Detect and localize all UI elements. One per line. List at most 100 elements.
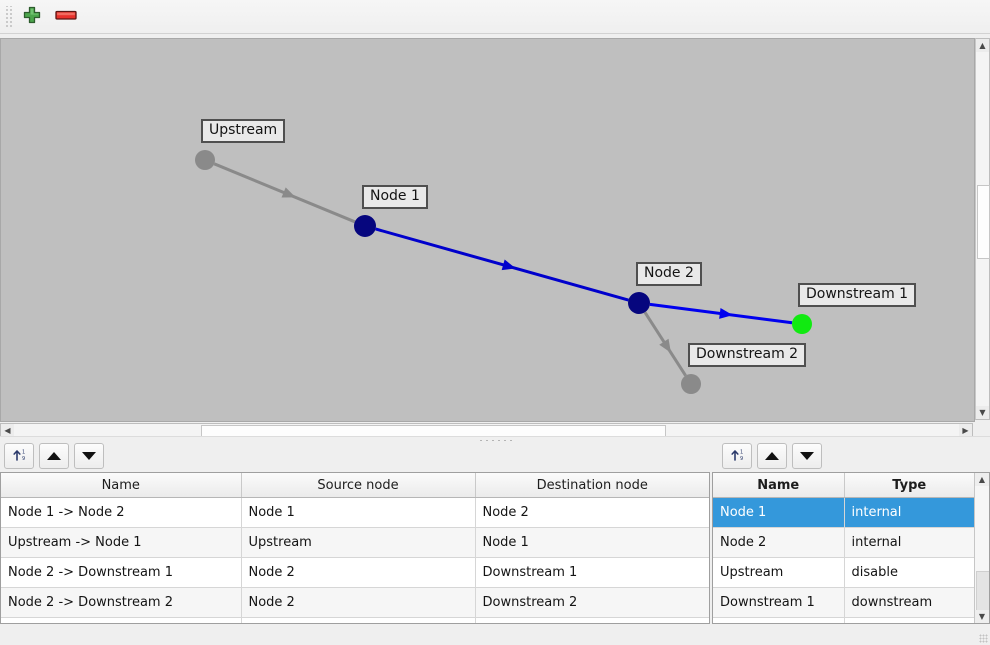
scroll-up-icon[interactable]: ▲ [975,473,989,486]
cell-source-node: Node 2 [241,557,476,588]
cell-source-node: Upstream [241,527,476,558]
cell-source-node: Node 1 [241,497,476,528]
table-empty-row [1,617,709,623]
connections-table-container[interactable]: Name Source node Destination node Node 1… [0,472,710,624]
triangle-down-icon [82,452,96,460]
connections-move-down-button[interactable] [74,443,104,469]
graph-node-upstream[interactable] [195,150,215,170]
empty-cell [713,617,845,623]
nodes-pane: 1 9 Name Type No [712,443,990,624]
cell-source-node: Node 2 [241,587,476,618]
nodes-table-scrollbar[interactable]: ▲ ▼ [974,473,989,623]
canvas-vscroll-thumb[interactable] [977,185,990,259]
empty-cell [475,617,709,623]
add-node-button[interactable] [18,4,46,30]
main-toolbar [0,0,990,34]
triangle-up-icon [765,452,779,460]
connections-table: Name Source node Destination node Node 1… [1,473,709,623]
cell-name: Node 2 -> Downstream 1 [1,557,242,588]
graph-edge-arrowhead [501,259,516,271]
pane-splitter[interactable] [0,436,990,444]
cell-destination-node: Node 1 [475,527,709,558]
nodes-scroll-thumb[interactable] [976,571,989,611]
svg-text:1: 1 [740,449,743,455]
connections-sort-button[interactable]: 1 9 [4,443,34,469]
graph-node-label-upstream[interactable]: Upstream [201,119,286,143]
graph-node-node1[interactable] [354,215,376,237]
sort-ascending-icon: 1 9 [730,447,745,466]
svg-text:9: 9 [740,456,743,462]
graph-node-label-node1[interactable]: Node 1 [362,185,428,209]
graph-node-downstream1[interactable] [792,314,812,334]
splitter-grip-icon [478,439,512,442]
nodes-header-row: Name Type [713,473,974,498]
connections-toolbar: 1 9 [0,443,710,469]
connections-header-row: Name Source node Destination node [1,473,709,498]
svg-text:9: 9 [22,456,25,462]
triangle-up-icon [47,452,61,460]
nodes-move-down-button[interactable] [792,443,822,469]
table-empty-row [713,617,974,623]
graph-node-label-node2[interactable]: Node 2 [636,262,702,286]
scroll-down-icon[interactable]: ▼ [976,406,989,419]
empty-cell [844,617,974,623]
graph-edge[interactable] [375,227,629,302]
scroll-down-icon[interactable]: ▼ [975,610,989,623]
status-bar [0,628,990,645]
green-plus-icon [23,6,41,28]
scroll-right-icon[interactable]: ▶ [959,424,972,437]
connections-move-up-button[interactable] [39,443,69,469]
column-header-type[interactable]: Type [844,473,974,498]
sort-ascending-icon: 1 9 [12,447,27,466]
cell-type: internal [844,527,974,558]
empty-cell [241,617,476,623]
column-header-source-node[interactable]: Source node [241,473,476,498]
nodes-sort-button[interactable]: 1 9 [722,443,752,469]
cell-destination-node: Node 2 [475,497,709,528]
column-header-name[interactable]: Name [1,473,242,498]
graph-node-downstream2[interactable] [681,374,701,394]
resize-grip-icon[interactable] [979,634,988,643]
cell-name: Node 2 [713,527,845,558]
column-header-name[interactable]: Name [713,473,845,498]
column-header-destination-node[interactable]: Destination node [475,473,709,498]
cell-name: Node 2 -> Downstream 2 [1,587,242,618]
graph-node-label-downstream1[interactable]: Downstream 1 [798,283,917,307]
cell-type: internal [844,497,974,528]
remove-node-button[interactable] [52,4,80,30]
graph-edge-arrowhead [719,307,733,319]
graph-node-label-downstream2[interactable]: Downstream 2 [688,343,807,367]
nodes-toolbar: 1 9 [712,443,990,469]
canvas-horizontal-scrollbar[interactable]: ◀ ▶ [0,423,973,438]
scroll-left-icon[interactable]: ◀ [1,424,14,437]
graph-edge-arrowhead [659,338,671,353]
cell-type: downstream [844,587,974,618]
graph-edge-arrowhead [281,187,296,198]
triangle-down-icon [800,452,814,460]
graph-node-node2[interactable] [628,292,650,314]
red-minus-icon [55,8,77,26]
scroll-up-icon[interactable]: ▲ [976,39,989,52]
connections-pane: 1 9 Name Source node Destination [0,443,710,624]
cell-name: Upstream [713,557,845,588]
nodes-move-up-button[interactable] [757,443,787,469]
cell-name: Downstream 1 [713,587,845,618]
toolbar-drag-handle[interactable] [4,5,13,28]
canvas-vertical-scrollbar[interactable]: ▲ ▼ [975,38,990,420]
cell-destination-node: Downstream 1 [475,557,709,588]
cell-type: disable [844,557,974,588]
cell-destination-node: Downstream 2 [475,587,709,618]
empty-cell [1,617,242,623]
